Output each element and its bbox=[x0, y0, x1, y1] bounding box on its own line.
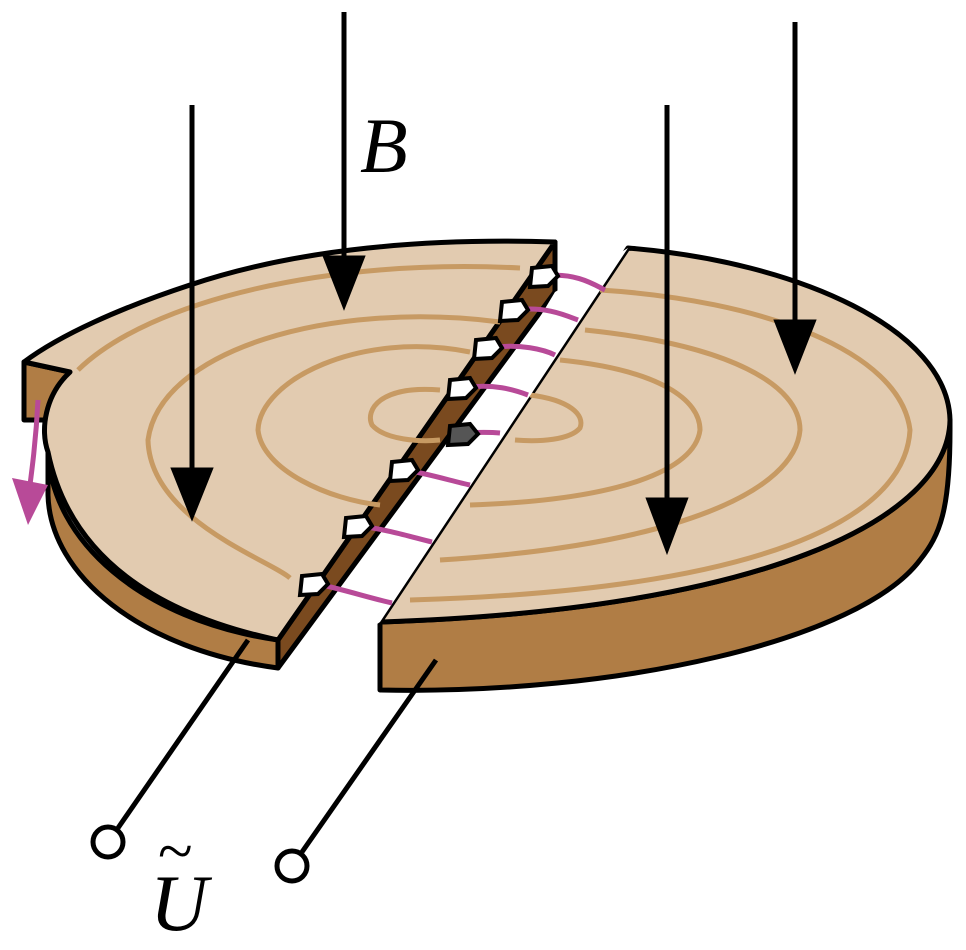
right-terminal-circle bbox=[274, 848, 310, 884]
rotation-arrow bbox=[12, 399, 48, 525]
contact-terminals bbox=[297, 263, 561, 598]
field-label: B bbox=[360, 102, 408, 189]
right-growth-rings bbox=[409, 287, 913, 603]
field-arrow-1 bbox=[170, 105, 214, 522]
center-terminal bbox=[445, 421, 481, 448]
field-arrows bbox=[170, 12, 817, 556]
slot-connectors bbox=[297, 263, 607, 606]
field-arrow-3 bbox=[645, 105, 689, 556]
voltage-label: U bbox=[150, 860, 213, 948]
left-terminal-circle bbox=[90, 824, 126, 860]
voltage-tilde: ~ bbox=[158, 815, 193, 886]
field-arrow-2 bbox=[322, 12, 366, 311]
output-leads bbox=[90, 638, 439, 884]
slot-gap bbox=[340, 248, 628, 650]
left-growth-rings bbox=[76, 264, 521, 580]
field-arrow-4 bbox=[773, 22, 817, 375]
